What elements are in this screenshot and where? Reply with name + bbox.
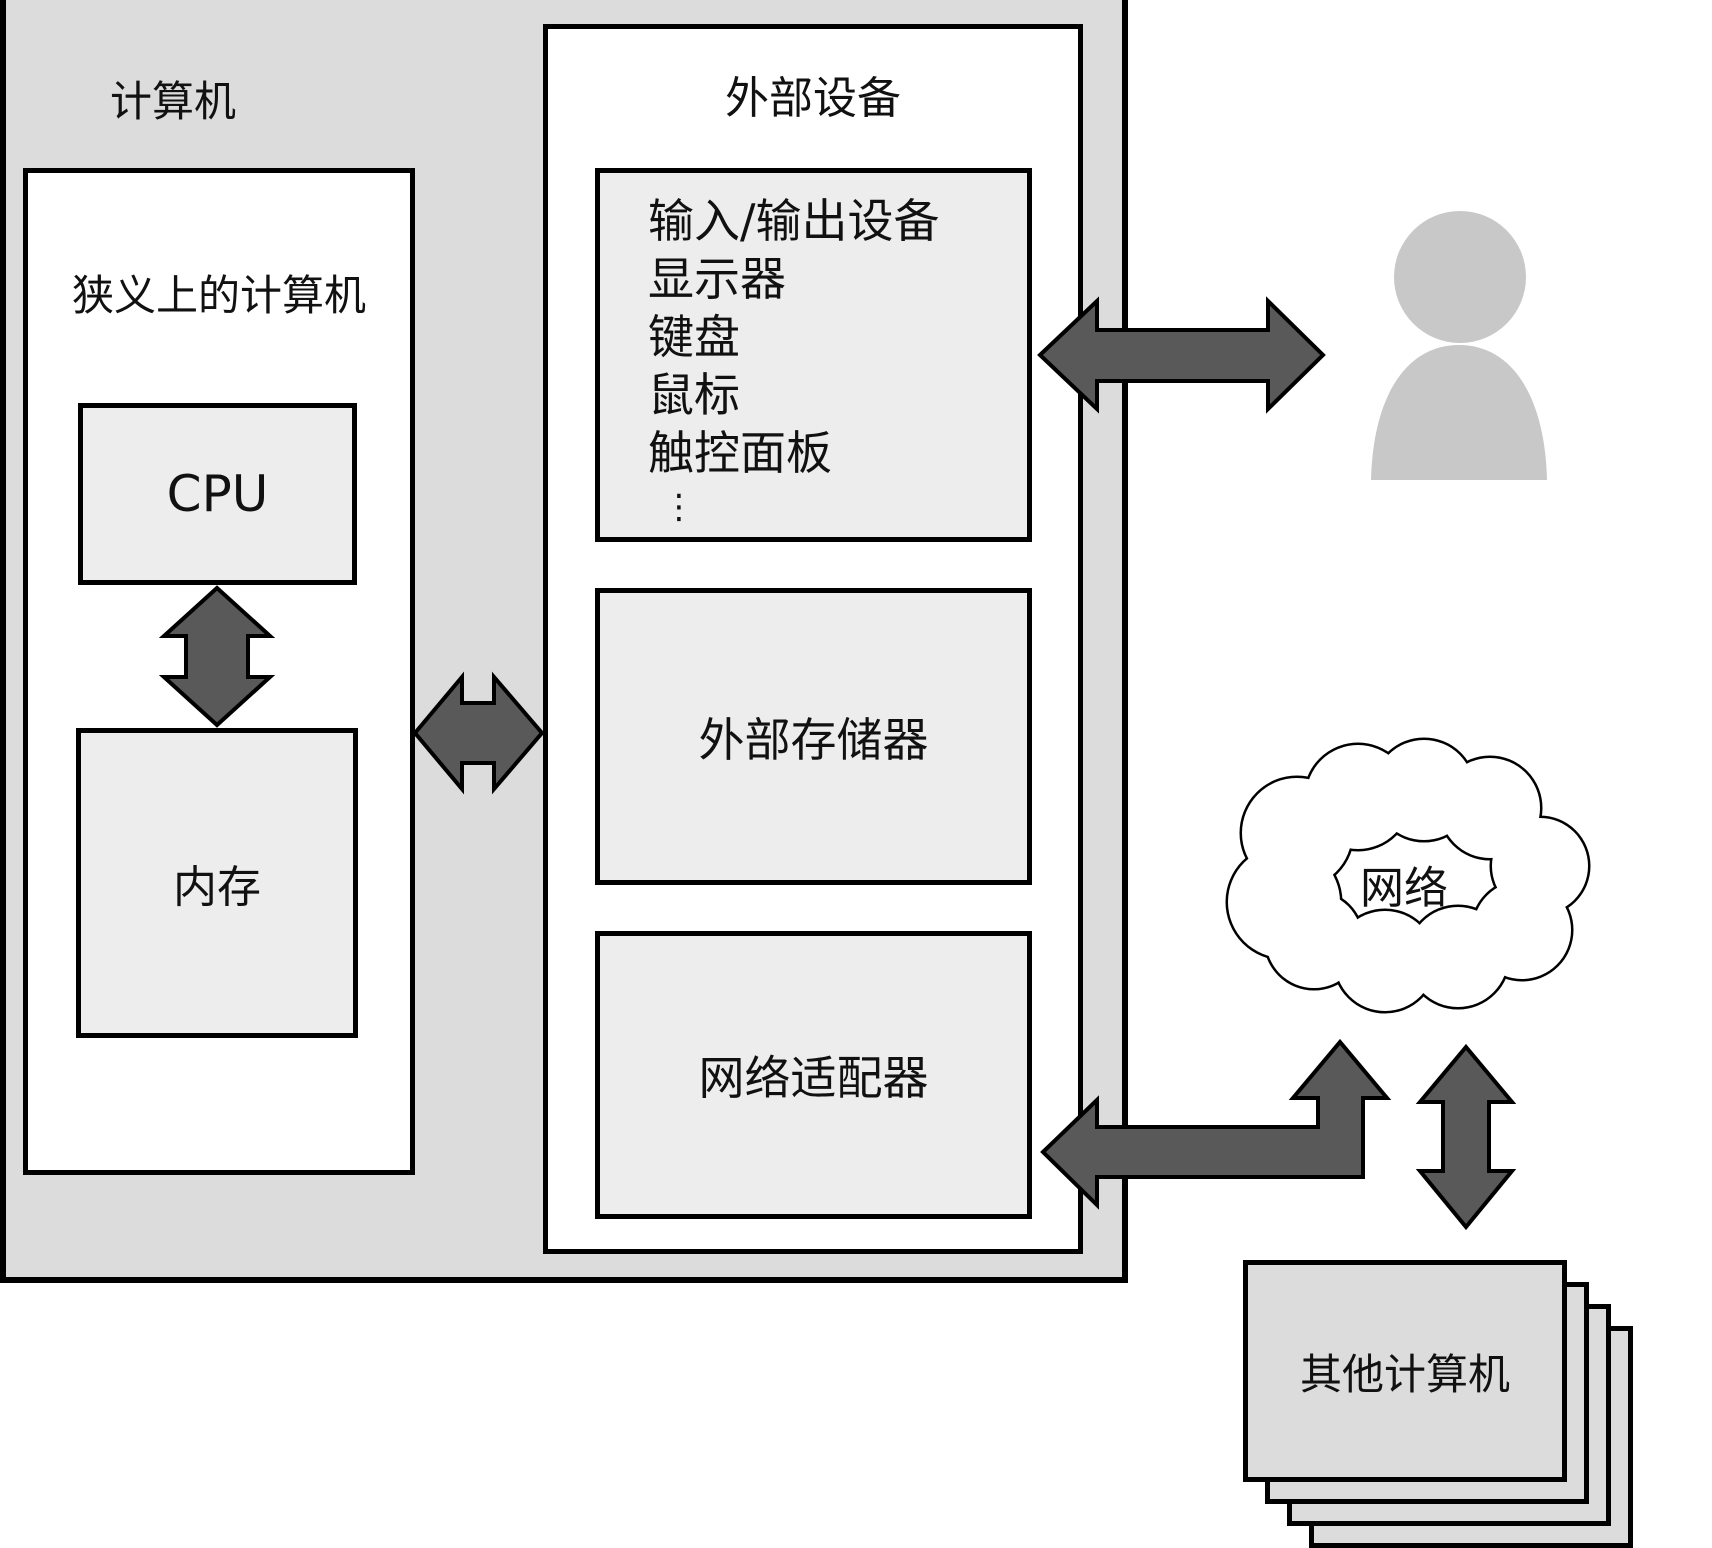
other-computers-box: 其他计算机 xyxy=(1243,1260,1567,1482)
person-icon xyxy=(1371,211,1547,480)
io-devices-line: 输入/输出设备 xyxy=(648,194,940,248)
memory-label: 内存 xyxy=(173,862,261,913)
io-devices-line: 显示器 xyxy=(648,252,786,306)
external-storage-box: 外部存储器 xyxy=(595,588,1032,885)
other-computers-label: 其他计算机 xyxy=(1299,1349,1510,1399)
ellipsis-icon: ⋮ xyxy=(662,487,696,527)
network-other-computers-arrow-icon xyxy=(1415,1043,1517,1231)
cpu-box: CPU xyxy=(78,403,357,585)
external-storage-label: 外部存储器 xyxy=(698,712,929,767)
computer-label: 计算机 xyxy=(110,77,237,126)
io-devices-line: 鼠标 xyxy=(648,368,740,422)
cpu-label: CPU xyxy=(166,465,269,523)
memory-box: 内存 xyxy=(76,728,358,1038)
network-cloud-label: 网络 xyxy=(1360,863,1448,914)
narrow-computer-label: 狭义上的计算机 xyxy=(71,270,366,320)
network-adapter-box: 网络适配器 xyxy=(595,931,1032,1219)
network-adapter-label: 网络适配器 xyxy=(698,1051,929,1105)
io-devices-line: 键盘 xyxy=(648,310,740,364)
io-devices-box xyxy=(595,168,1032,542)
io-devices-line: 触控面板 xyxy=(648,426,832,480)
external-devices-label: 外部设备 xyxy=(725,73,901,124)
io-devices-list: 输入/输出设备 显示器 键盘 鼠标 触控面板 ⋮ xyxy=(648,192,940,532)
